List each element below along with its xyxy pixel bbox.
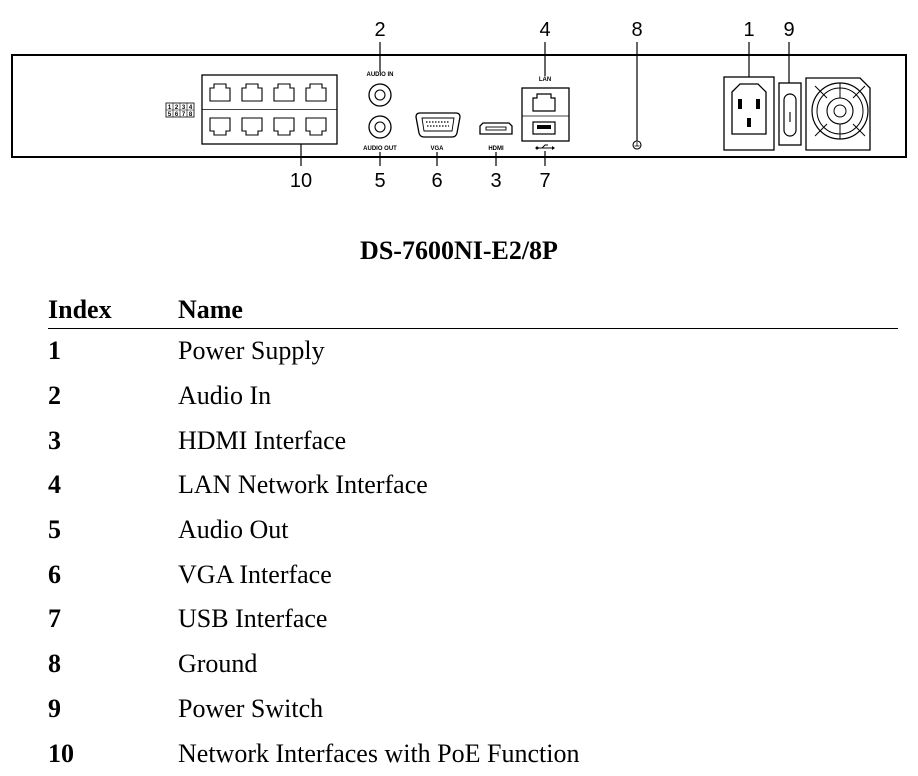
callout-leaders	[300, 42, 790, 166]
power-inlet-icon	[723, 76, 775, 151]
rj45-port-icon	[305, 117, 327, 136]
callout-7: 7	[539, 170, 550, 192]
audio-in-label: AUDIO IN	[367, 72, 394, 78]
row-index: 1	[48, 336, 61, 366]
table-row: 10 Network Interfaces with PoE Function	[48, 731, 898, 776]
poe-network-ports	[201, 74, 338, 145]
poe-number-4: 4	[189, 105, 193, 111]
model-title: DS-7600NI-E2/8P	[360, 236, 558, 265]
table-row: 4 LAN Network Interface	[48, 463, 898, 508]
rj45-port-icon	[209, 83, 231, 102]
poe-number-6: 6	[175, 112, 179, 118]
row-index: 10	[48, 738, 74, 768]
row-index: 5	[48, 515, 61, 545]
row-name: Power Supply	[178, 336, 325, 366]
rear-panel-diagram: 1 2 3 4 5 6 7 8 AUDIO IN AUDIO OUT VGA	[11, 19, 907, 192]
poe-number-5: 5	[168, 112, 172, 118]
callout-4: 4	[539, 19, 550, 41]
ground-screw-icon	[632, 140, 642, 150]
row-index: 8	[48, 649, 61, 679]
table-row: 3 HDMI Interface	[48, 418, 898, 463]
vga-label: VGA	[430, 146, 444, 152]
rj45-port-icon	[273, 117, 295, 136]
poe-number-1: 1	[168, 105, 172, 111]
row-name: Ground	[178, 649, 258, 679]
power-switch-icon	[778, 82, 802, 146]
usb-port-icon	[532, 121, 556, 135]
callout-2: 2	[374, 19, 385, 41]
hdmi-port-icon	[479, 122, 513, 135]
table-row: 7 USB Interface	[48, 597, 898, 642]
rj45-port-icon	[305, 83, 327, 102]
vga-port-icon	[415, 112, 461, 138]
row-index: 6	[48, 559, 61, 589]
rj45-port-icon	[209, 117, 231, 136]
callout-3: 3	[490, 170, 501, 192]
row-index: 9	[48, 693, 61, 723]
callout-8: 8	[631, 19, 642, 41]
callout-9: 9	[783, 19, 794, 41]
rj45-port-icon	[241, 117, 263, 136]
row-name: Audio In	[178, 381, 272, 411]
row-index: 3	[48, 425, 61, 455]
table-row: 9 Power Switch	[48, 687, 898, 732]
poe-number-8: 8	[189, 112, 193, 118]
table-row: 8 Ground	[48, 642, 898, 687]
callout-6: 6	[431, 170, 442, 192]
table-row: 1 Power Supply	[48, 329, 898, 374]
callout-1: 1	[743, 19, 754, 41]
chassis-outline	[11, 54, 907, 158]
poe-number-3: 3	[182, 105, 186, 111]
interface-table: Index Name 1 Power Supply 2 Audio In 3 H…	[48, 292, 898, 776]
lan-port-icon	[532, 93, 556, 112]
row-name: Power Switch	[178, 693, 324, 723]
poe-number-7: 7	[182, 112, 186, 118]
row-name: LAN Network Interface	[178, 470, 428, 500]
row-index: 2	[48, 381, 61, 411]
lan-label: LAN	[539, 77, 551, 83]
callout-5: 5	[374, 170, 385, 192]
callout-10: 10	[290, 170, 312, 192]
table-header: Index Name	[48, 292, 898, 329]
audio-out-label: AUDIO OUT	[363, 146, 397, 152]
row-name: USB Interface	[178, 604, 328, 634]
row-name: VGA Interface	[178, 559, 332, 589]
fan-icon	[805, 77, 871, 151]
poe-port-number-grid: 1 2 3 4 5 6 7 8	[165, 102, 195, 118]
table-row: 2 Audio In	[48, 374, 898, 419]
row-index: 4	[48, 470, 61, 500]
lan-usb-block	[521, 87, 570, 142]
rj45-port-icon	[273, 83, 295, 102]
usb-symbol-icon	[535, 144, 555, 150]
row-name: Audio Out	[178, 515, 289, 545]
row-name: Network Interfaces with PoE Function	[178, 738, 580, 768]
name-column-header: Name	[178, 295, 243, 324]
index-column-header: Index	[48, 295, 112, 324]
rj45-port-icon	[241, 83, 263, 102]
hdmi-label: HDMI	[488, 146, 504, 152]
poe-number-2: 2	[175, 105, 179, 111]
audio-out-jack-icon	[368, 115, 392, 139]
row-index: 7	[48, 604, 61, 634]
table-row: 5 Audio Out	[48, 508, 898, 553]
audio-in-jack-icon	[368, 83, 392, 107]
row-name: HDMI Interface	[178, 425, 347, 455]
table-row: 6 VGA Interface	[48, 552, 898, 597]
